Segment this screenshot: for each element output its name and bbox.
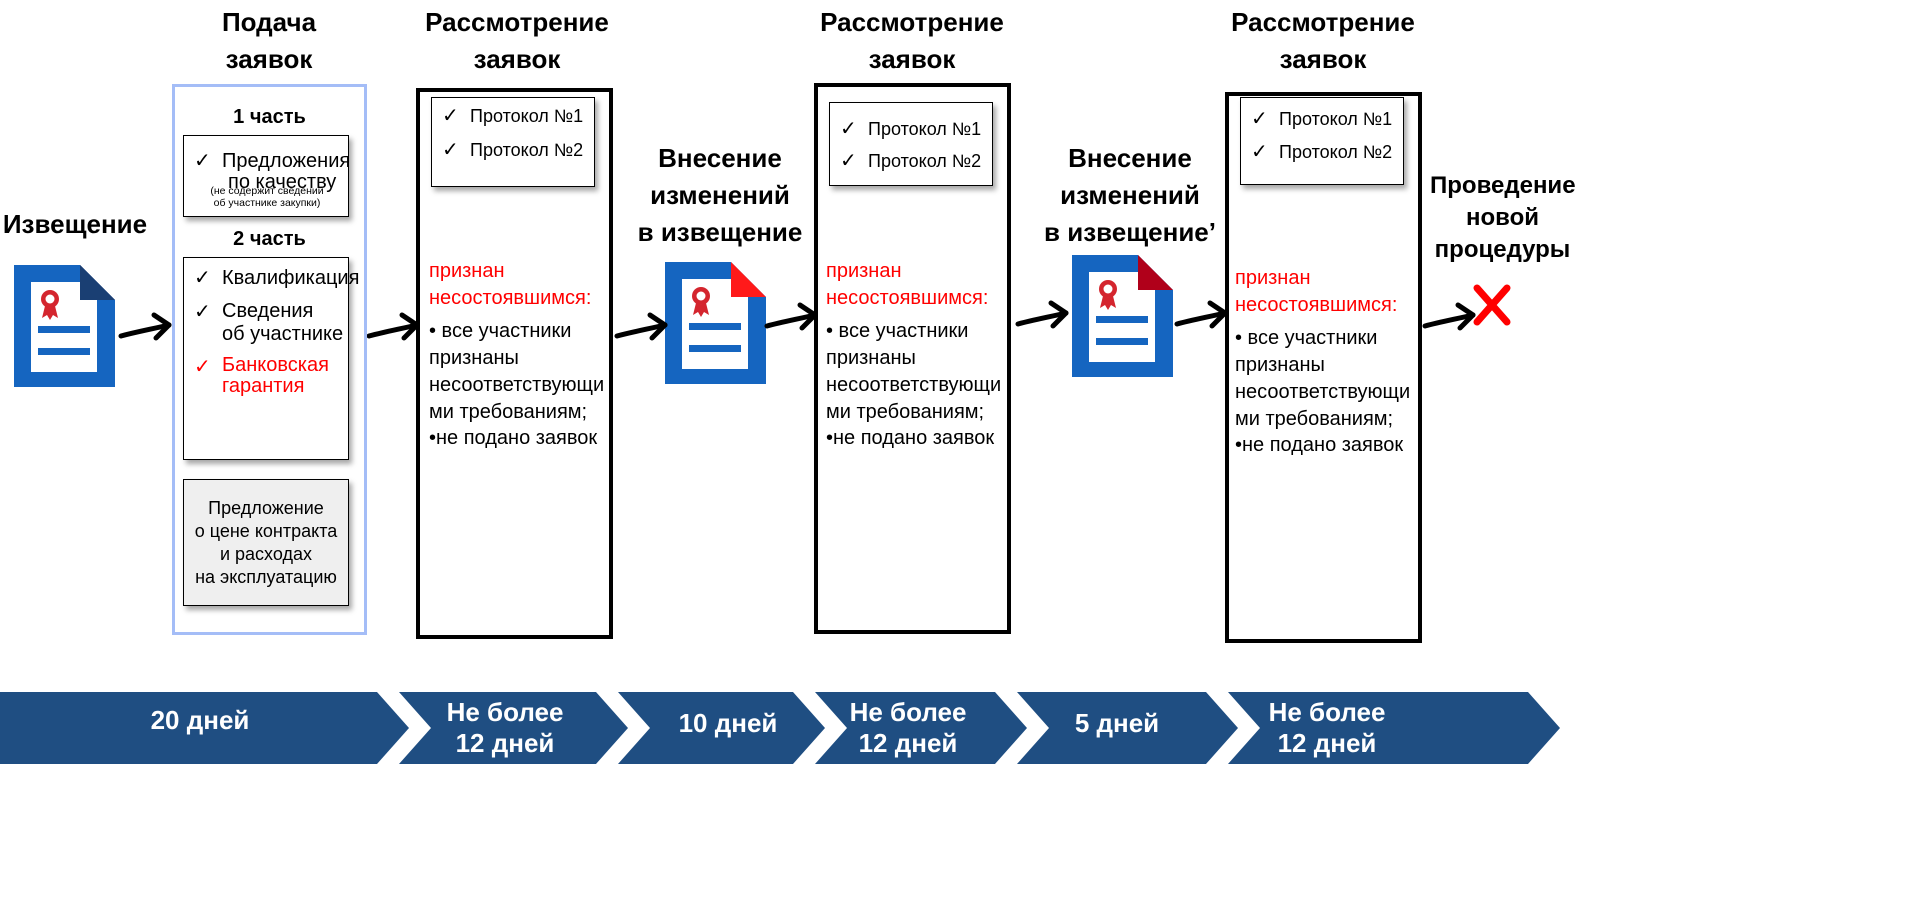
part1-box: ✓ Предложения по качеству (не содержит с…	[183, 135, 350, 217]
timeline-segment	[0, 692, 409, 764]
right-arrow-icon	[1015, 300, 1069, 329]
part1-title: 1 часть	[233, 106, 306, 128]
check-icon: ✓	[1251, 108, 1268, 130]
certificate-document-icon	[665, 262, 766, 384]
right-arrow-icon	[118, 312, 172, 341]
right-arrow-icon	[614, 312, 668, 341]
protocols-box-2: ✓ Протокол №1 ✓ Протокол №2	[829, 102, 993, 186]
timeline-segment	[1017, 692, 1238, 764]
check-icon: ✓	[194, 301, 211, 323]
protocols-box-3: ✓ Протокол №1 ✓ Протокол №2	[1240, 97, 1404, 185]
check-icon: ✓	[194, 356, 211, 378]
check-icon: ✓	[442, 105, 459, 127]
timeline-bar	[0, 692, 1560, 764]
check-icon: ✓	[442, 139, 459, 161]
right-arrow-icon	[1422, 302, 1476, 331]
part2-box: ✓ Квалификация ✓ Сведения об участнике ✓…	[183, 257, 359, 460]
right-arrow-icon	[764, 302, 818, 331]
part1-note: (не содержит сведений об участнике закуп…	[210, 185, 324, 209]
notice-title: Извещение	[2, 209, 148, 239]
timeline-label-3: 10 дней	[678, 708, 778, 738]
right-arrow-icon	[1174, 300, 1228, 329]
timeline-segment	[399, 692, 628, 764]
price-offer-box: Предложение о цене контракта и расходах …	[183, 479, 349, 606]
check-icon: ✓	[1251, 141, 1268, 163]
timeline-segment	[618, 692, 825, 764]
part2-title: 2 часть	[233, 228, 306, 250]
certificate-document-icon	[1072, 255, 1173, 377]
timeline-label-1: 20 дней	[150, 705, 250, 735]
timeline-segment	[1228, 692, 1560, 764]
timeline-segment	[815, 692, 1027, 764]
check-icon: ✓	[194, 267, 211, 289]
right-arrow-icon	[366, 312, 420, 341]
reason-no-bids-2: •не подано заявок	[826, 427, 995, 449]
timeline-label-5: 5 дней	[1074, 708, 1160, 738]
check-icon: ✓	[840, 118, 857, 140]
certificate-document-icon	[14, 265, 115, 387]
protocols-box-1: ✓ Протокол №1 ✓ Протокол №2	[431, 97, 595, 187]
check-icon: ✓	[840, 150, 857, 172]
check-icon: ✓	[194, 150, 211, 172]
reason-no-bids-3: •не подано заявок	[1235, 434, 1404, 456]
red-cross-icon	[1473, 284, 1511, 326]
reason-no-bids-1: •не подано заявок	[429, 427, 598, 449]
